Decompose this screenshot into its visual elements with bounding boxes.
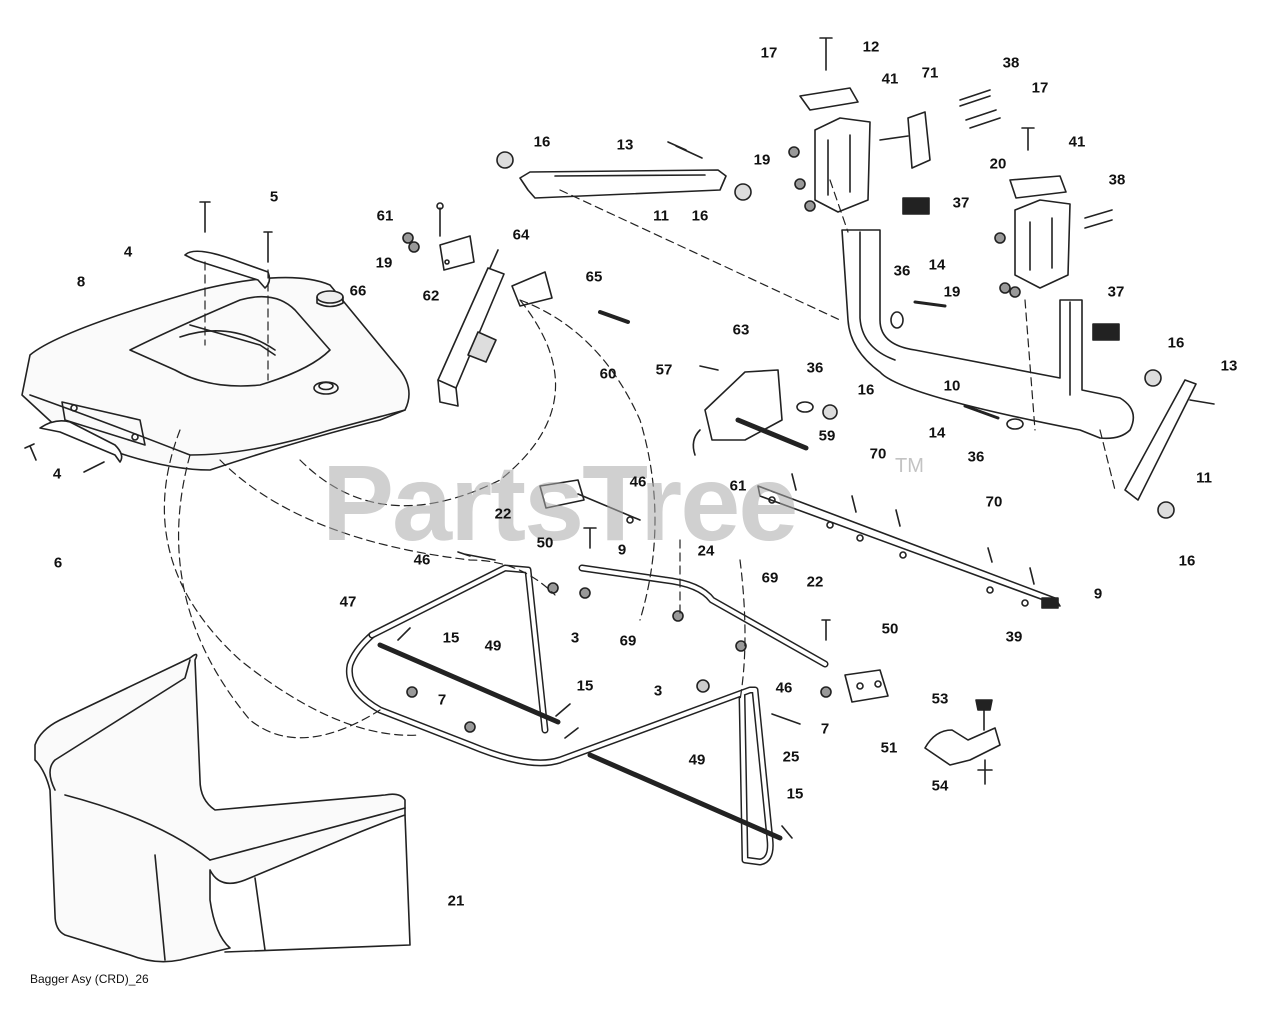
part-number-label: 11 <box>653 207 669 225</box>
part-number-label: 64 <box>512 226 530 244</box>
part-number-label: 9 <box>617 541 627 559</box>
part-number-label: 71 <box>921 64 939 82</box>
part-number-label: 4 <box>52 465 62 483</box>
bagger-lid-8 <box>21 276 410 471</box>
bag-21 <box>34 653 411 963</box>
part-number-label: 47 <box>339 593 357 611</box>
part-number-label: 16 <box>691 207 709 225</box>
part-number-label: 62 <box>422 287 440 305</box>
part-number-label: 49 <box>484 637 502 655</box>
part-number-label: 9 <box>1093 585 1103 603</box>
actuator-62 <box>437 249 505 407</box>
part-number-label: 5 <box>269 188 279 206</box>
part-number-label: 16 <box>857 381 875 399</box>
part-number-label: 69 <box>761 569 779 587</box>
part-number-label: 36 <box>967 448 985 466</box>
part-number-label: 13 <box>1220 357 1238 375</box>
part-number-label: 19 <box>943 283 961 301</box>
part-number-label: 13 <box>616 136 634 154</box>
part-number-label: 16 <box>1167 334 1185 352</box>
part-number-label: 19 <box>375 254 393 272</box>
part-number-label: 22 <box>494 505 512 523</box>
part-number-label: 15 <box>442 629 460 647</box>
part-number-label: 51 <box>880 739 898 757</box>
watermark-trademark: TM <box>895 455 924 477</box>
part-number-label: 14 <box>928 256 946 274</box>
part-number-label: 41 <box>881 70 899 88</box>
part-number-label: 11 <box>1196 469 1212 487</box>
part-number-label: 70 <box>869 445 887 463</box>
part-number-label: 7 <box>820 720 830 738</box>
part-number-label: 16 <box>533 133 551 151</box>
part-number-label: 20 <box>989 155 1007 173</box>
part-number-label: 38 <box>1108 171 1126 189</box>
part-number-label: 17 <box>760 44 778 62</box>
part-number-label: 46 <box>413 551 431 569</box>
part-number-label: 15 <box>576 677 594 695</box>
part-number-label: 37 <box>952 194 970 212</box>
part-number-label: 36 <box>893 262 911 280</box>
part-number-label: 37 <box>1107 283 1125 301</box>
part-number-label: 54 <box>931 777 949 795</box>
part-number-label: 19 <box>753 151 771 169</box>
diagram-caption: Bagger Asy (CRD)_26 <box>30 972 149 986</box>
frame-10 <box>841 229 1135 440</box>
frame-47-25 <box>345 564 783 866</box>
part-number-label: 53 <box>931 690 949 708</box>
part-number-label: 46 <box>775 679 793 697</box>
part-number-label: 36 <box>806 359 824 377</box>
part-number-label: 57 <box>655 361 673 379</box>
part-number-label: 39 <box>1005 628 1023 646</box>
part-number-label: 59 <box>818 427 836 445</box>
part-number-label: 38 <box>1002 54 1020 72</box>
part-number-label: 41 <box>1068 133 1086 151</box>
part-number-label: 50 <box>881 620 899 638</box>
part-number-label: 66 <box>349 282 367 300</box>
part-number-label: 25 <box>782 748 800 766</box>
part-number-label: 4 <box>123 243 133 261</box>
part-number-label: 7 <box>437 691 447 709</box>
part-number-label: 14 <box>928 424 946 442</box>
part-number-label: 61 <box>376 207 394 225</box>
part-number-label: 61 <box>729 477 747 495</box>
part-number-label: 65 <box>585 268 603 286</box>
part-number-label: 15 <box>786 785 804 803</box>
part-number-label: 60 <box>599 365 617 383</box>
part-number-label: 17 <box>1031 79 1049 97</box>
part-number-label: 10 <box>943 377 961 395</box>
part-number-label: 46 <box>629 473 647 491</box>
part-number-label: 22 <box>806 573 824 591</box>
part-number-label: 70 <box>985 493 1003 511</box>
part-number-label: 3 <box>570 629 580 647</box>
watermark: PartsTree <box>322 442 798 563</box>
part-number-label: 50 <box>536 534 554 552</box>
part-number-label: 12 <box>862 38 880 56</box>
part-number-label: 8 <box>76 273 86 291</box>
part-number-label: 24 <box>697 542 715 560</box>
part-number-label: 21 <box>447 892 465 910</box>
part-number-label: 63 <box>732 321 750 339</box>
part-number-label: 3 <box>653 682 663 700</box>
part-number-label: 6 <box>53 554 63 572</box>
part-number-label: 16 <box>1178 552 1196 570</box>
part-number-label: 49 <box>688 751 706 769</box>
part-number-label: 69 <box>619 632 637 650</box>
